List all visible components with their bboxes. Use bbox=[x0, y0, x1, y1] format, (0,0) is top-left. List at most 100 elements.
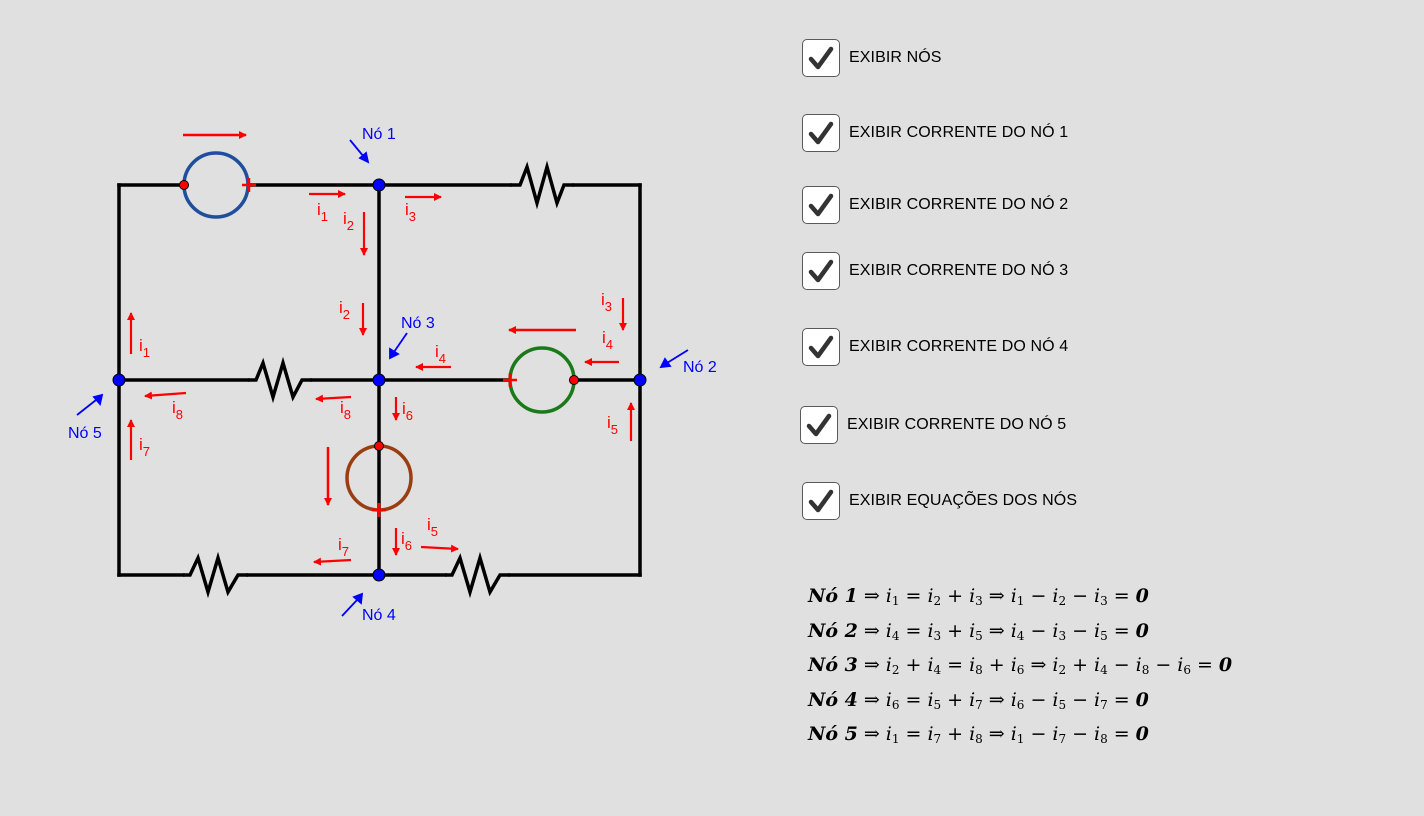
current-term: i6 bbox=[1177, 654, 1191, 677]
current-term: i7 bbox=[1094, 688, 1108, 712]
current-term: i6 bbox=[1010, 688, 1025, 712]
operator: + bbox=[947, 688, 964, 711]
checkbox-corrente-no3[interactable]: EXIBIR CORRENTE DO NÓ 3 bbox=[802, 251, 1068, 291]
operator: − bbox=[1030, 688, 1047, 711]
checkbox-equacoes[interactable]: EXIBIR EQUAÇÕES DOS NÓS bbox=[802, 481, 1077, 521]
current-term: i4 bbox=[1094, 654, 1108, 677]
current-label-i3-node2: i3 bbox=[601, 290, 612, 314]
node-pointer-5 bbox=[76, 399, 97, 416]
operator: = bbox=[1113, 688, 1130, 711]
checkbox-box[interactable] bbox=[802, 482, 840, 520]
current-term: i1 bbox=[1010, 585, 1025, 608]
current-label-i2-node1: i2 bbox=[343, 209, 354, 233]
equation-line: Nó 4⇒i6=i5+i7⇒i6−i5−i7=0 bbox=[808, 686, 1232, 721]
operator: ⇒ bbox=[988, 723, 1005, 745]
current-term: i3 bbox=[969, 585, 983, 608]
current-arrow-i7-node4 bbox=[313, 557, 352, 566]
operator: − bbox=[1072, 585, 1088, 607]
checkbox-corrente-no4[interactable]: EXIBIR CORRENTE DO NÓ 4 bbox=[802, 327, 1068, 367]
checkbox-label: EXIBIR CORRENTE DO NÓ 5 bbox=[847, 416, 1067, 433]
current-label-i5-node2: i5 bbox=[607, 413, 618, 437]
node-pointer-1 bbox=[349, 139, 365, 158]
node-dot-5 bbox=[112, 373, 126, 387]
operator: = bbox=[1113, 619, 1130, 642]
source-center bbox=[345, 441, 413, 517]
current-arrow-i8-node5 bbox=[144, 391, 187, 400]
current-term: i7 bbox=[927, 723, 942, 746]
operator: = bbox=[1197, 654, 1213, 676]
current-term: i6 bbox=[885, 688, 900, 712]
equation-zero: 0 bbox=[1135, 688, 1149, 711]
operator: − bbox=[1072, 619, 1088, 642]
current-term: i2 bbox=[927, 585, 942, 608]
operator: ⇒ bbox=[1030, 654, 1047, 676]
equation-zero: 0 bbox=[1135, 723, 1149, 745]
checkbox-label: EXIBIR CORRENTE DO NÓ 1 bbox=[849, 124, 1069, 141]
checkbox-label: EXIBIR CORRENTE DO NÓ 2 bbox=[849, 196, 1069, 213]
checkbox-box[interactable] bbox=[802, 328, 840, 366]
operator: + bbox=[905, 654, 922, 676]
checkbox-box[interactable] bbox=[800, 406, 838, 444]
node-pointer-4 bbox=[341, 599, 358, 617]
operator: + bbox=[1072, 654, 1088, 676]
checkbox-exibir-nos[interactable]: EXIBIR NÓS bbox=[802, 38, 942, 78]
current-term: i6 bbox=[1010, 654, 1025, 677]
equation-node: Nó 2 bbox=[808, 619, 858, 642]
operator: = bbox=[905, 619, 922, 642]
checkbox-corrente-no2[interactable]: EXIBIR CORRENTE DO NÓ 2 bbox=[802, 185, 1068, 225]
operator: − bbox=[1072, 723, 1088, 745]
current-term: i4 bbox=[885, 619, 900, 643]
checkmark-icon bbox=[808, 489, 834, 513]
checkbox-corrente-no5[interactable]: EXIBIR CORRENTE DO NÓ 5 bbox=[800, 405, 1066, 445]
current-term: i7 bbox=[969, 688, 983, 712]
current-term: i5 bbox=[969, 619, 983, 643]
checkbox-label: EXIBIR NÓS bbox=[849, 49, 942, 66]
equation-line: Nó 1⇒i1=i2+i3⇒i1−i2−i3=0 bbox=[808, 582, 1232, 617]
resistor-bottom-left bbox=[183, 551, 248, 599]
operator: = bbox=[1113, 723, 1130, 745]
operator: ⇒ bbox=[863, 585, 880, 607]
checkmark-icon bbox=[806, 413, 832, 437]
current-label-i8-node3: i8 bbox=[340, 398, 351, 422]
current-term: i4 bbox=[927, 654, 942, 677]
operator: = bbox=[1113, 585, 1130, 607]
current-term: i5 bbox=[1094, 619, 1108, 643]
current-label-i6-node4: i6 bbox=[401, 529, 412, 553]
equation-line: Nó 2⇒i4=i3+i5⇒i4−i3−i5=0 bbox=[808, 617, 1232, 652]
resistor-top bbox=[510, 160, 574, 210]
checkbox-box[interactable] bbox=[802, 186, 840, 224]
checkbox-box[interactable] bbox=[802, 114, 840, 152]
checkmark-icon bbox=[808, 335, 834, 359]
current-term: i5 bbox=[927, 688, 942, 712]
current-term: i3 bbox=[1052, 619, 1067, 643]
node-label-5: Nó 5 bbox=[68, 425, 102, 442]
checkbox-box[interactable] bbox=[802, 39, 840, 77]
operator: = bbox=[947, 654, 964, 676]
operator: − bbox=[1030, 723, 1047, 745]
node-label-2: Nó 2 bbox=[683, 359, 717, 376]
equation-line: Nó 3⇒i2+i4=i8+i6⇒i2+i4−i8−i6=0 bbox=[808, 651, 1232, 686]
operator: ⇒ bbox=[863, 654, 880, 676]
current-term: i2 bbox=[1052, 585, 1067, 608]
checkmark-icon bbox=[808, 259, 834, 283]
operator: = bbox=[905, 723, 922, 745]
current-label-i2-node3: i2 bbox=[339, 298, 350, 322]
current-term: i3 bbox=[1094, 585, 1108, 608]
current-label-i4-node3: i4 bbox=[435, 342, 446, 366]
equation-zero: 0 bbox=[1218, 654, 1233, 676]
current-term: i8 bbox=[1094, 723, 1108, 746]
operator: − bbox=[1072, 688, 1088, 711]
operator: ⇒ bbox=[988, 688, 1005, 711]
operator: = bbox=[905, 688, 922, 711]
node-label-3: Nó 3 bbox=[401, 315, 435, 332]
checkbox-corrente-no1[interactable]: EXIBIR CORRENTE DO NÓ 1 bbox=[802, 113, 1068, 153]
node-dot-1 bbox=[372, 178, 386, 192]
checkbox-box[interactable] bbox=[802, 252, 840, 290]
checkmark-icon bbox=[808, 46, 834, 70]
current-term: i8 bbox=[969, 723, 983, 746]
operator: + bbox=[947, 585, 964, 607]
current-term: i2 bbox=[1052, 654, 1067, 677]
source-top bbox=[179, 151, 256, 219]
node-dot-2 bbox=[633, 373, 647, 387]
equation-node: Nó 3 bbox=[808, 654, 858, 676]
